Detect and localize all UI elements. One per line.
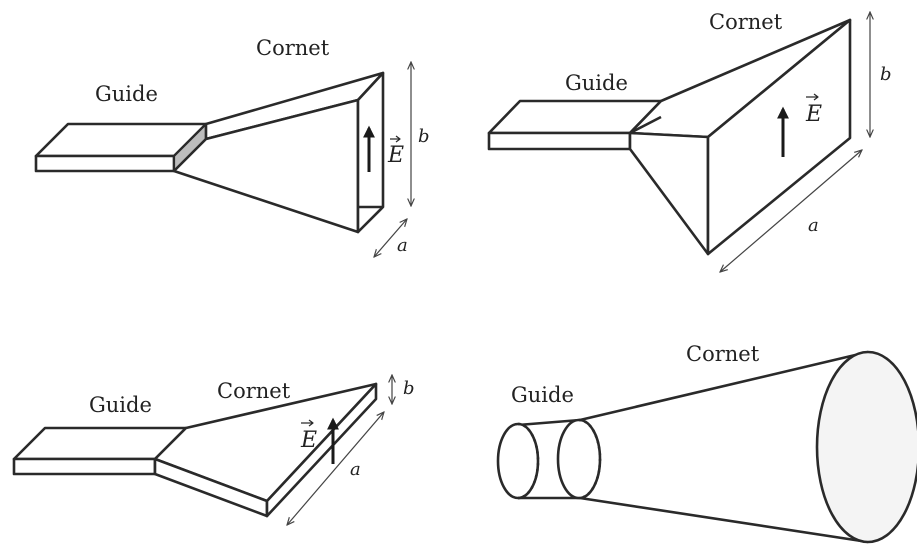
guide-label: Guide <box>89 393 152 417</box>
e-field-label: E <box>387 143 404 168</box>
conical-horn <box>556 350 917 544</box>
e-field-label: E <box>300 428 317 453</box>
dimension-a-arrow <box>720 150 862 272</box>
dimension-a-label: a <box>808 215 819 236</box>
dimension-b-label: b <box>403 378 415 399</box>
sectoral-horn <box>172 71 385 234</box>
panel-h-plane-horn: E b a Guide Cornet <box>12 375 415 525</box>
waveguide <box>34 122 208 173</box>
dimension-a-label: a <box>397 235 408 256</box>
panel-e-plane-horn: E b a Guide Cornet <box>34 36 430 257</box>
panel-conical-horn: Guide Cornet <box>496 342 917 544</box>
dimension-a-arrow <box>287 412 384 525</box>
e-field-label: E <box>805 102 822 127</box>
horn-label: Cornet <box>256 36 330 60</box>
guide-label: Guide <box>565 71 628 95</box>
dimension-b-label: b <box>880 64 892 85</box>
horn-label: Cornet <box>709 10 783 34</box>
guide-label: Guide <box>95 82 158 106</box>
vector-arrow-icon <box>390 135 401 143</box>
dimension-a-label: a <box>350 459 361 480</box>
horn-label: Cornet <box>217 379 291 403</box>
dimension-a-arrow <box>374 219 407 257</box>
horn-label: Cornet <box>686 342 760 366</box>
sectoral-horn <box>153 382 378 518</box>
panel-pyramidal-horn: E b a Guide Cornet <box>487 10 892 272</box>
circular-waveguide <box>496 418 581 500</box>
dimension-b-label: b <box>418 126 430 147</box>
guide-label: Guide <box>511 383 574 407</box>
vector-arrow-icon <box>806 93 819 101</box>
